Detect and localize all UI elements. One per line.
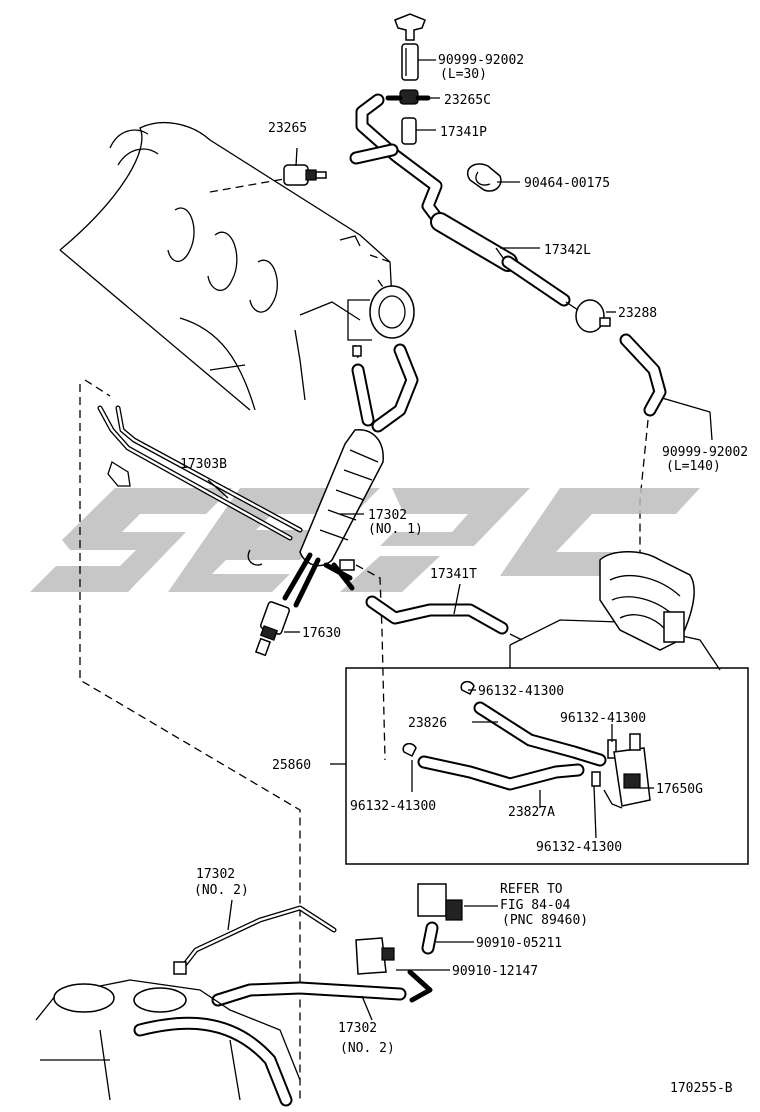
- label-23288: 23288: [618, 306, 657, 321]
- upper-hose-assembly: [349, 13, 571, 307]
- label-90910-05211: 90910-05211: [476, 936, 562, 951]
- label-96132-41300-b: 96132-41300: [560, 711, 646, 726]
- label-fig-84-04: FIG 84-04: [500, 898, 571, 913]
- label-96132-41300-c: 96132-41300: [350, 799, 436, 814]
- label-17341t: 17341T: [430, 567, 477, 582]
- label-refer-to: REFER TO: [500, 882, 563, 897]
- label-17302-no2-upper: 17302: [196, 867, 235, 882]
- label-17342l: 17342L: [544, 243, 591, 258]
- label-90999-92002-l140: 90999-92002: [662, 445, 748, 460]
- label-96132-41300-d: 96132-41300: [536, 840, 622, 855]
- label-l140: (L=140): [666, 459, 721, 474]
- label-17302-no2-lower: 17302: [338, 1021, 377, 1036]
- vacuum-sensor-23265: [209, 147, 327, 193]
- part-labels: 90999-92002 (L=30) 23265C 17341P 23265 9…: [180, 53, 748, 1096]
- hose-17341t: [365, 551, 721, 671]
- label-17630: 17630: [302, 626, 341, 641]
- label-90910-12147: 90910-12147: [452, 964, 538, 979]
- label-25860: 25860: [272, 758, 311, 773]
- label-90464-00175: 90464-00175: [524, 176, 610, 191]
- label-17302-no1: 17302: [368, 508, 407, 523]
- label-no2-lower: (NO. 2): [340, 1041, 395, 1056]
- label-96132-41300-a: 96132-41300: [478, 684, 564, 699]
- label-l30: (L=30): [440, 67, 487, 82]
- diagram-id: 170255-B: [670, 1081, 733, 1096]
- engine-intake-manifold: [59, 122, 415, 411]
- label-23265: 23265: [268, 121, 307, 136]
- label-17341p: 17341P: [440, 125, 487, 140]
- label-17303b: 17303B: [180, 457, 227, 472]
- label-23265c: 23265C: [444, 93, 491, 108]
- label-23826: 23826: [408, 716, 447, 731]
- box-25860: [330, 667, 749, 865]
- label-no1: (NO. 1): [368, 522, 423, 537]
- vacuum-pipes: [84, 343, 419, 761]
- label-pnc-89460: (PNC 89460): [502, 913, 588, 928]
- label-23827a: 23827A: [508, 805, 555, 820]
- label-90999-92002-l30: 90999-92002: [438, 53, 524, 68]
- lower-assembly: [35, 384, 463, 1107]
- leader-lines: [207, 59, 713, 1021]
- label-17650g: 17650G: [656, 782, 703, 797]
- label-no2-upper: (NO. 2): [194, 883, 249, 898]
